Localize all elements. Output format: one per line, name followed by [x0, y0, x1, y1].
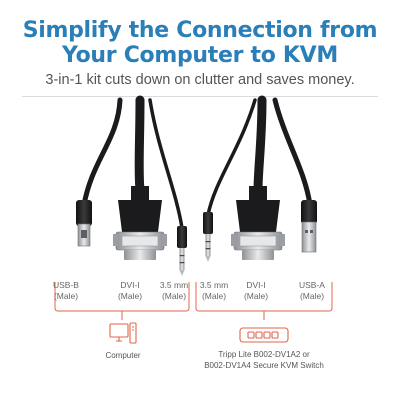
left-cable-bundle	[81, 95, 184, 230]
label-35mm-right: 3.5 mm (Male)	[199, 280, 229, 301]
usb-b-connector	[76, 200, 92, 247]
label-usb-b: USB-B (Male)	[53, 280, 79, 301]
computer-caption: Computer	[105, 351, 141, 360]
page-subtitle: 3-in-1 kit cuts down on clutter and save…	[45, 72, 355, 88]
usb-a-connector	[301, 200, 317, 253]
page-title: Simplify the Connection from Your Comput…	[0, 18, 400, 68]
header-divider	[22, 96, 378, 97]
right-cable-bundle	[206, 95, 313, 217]
title-line-2: Your Computer to KVM	[62, 43, 338, 68]
label-35mm-left: 3.5 mm (Male)	[159, 280, 189, 301]
right-bracket	[195, 282, 333, 320]
title-line-1: Simplify the Connection from	[22, 18, 378, 43]
kvm-caption: Tripp Lite B002-DV1A2 or B002-DV1A4 Secu…	[204, 350, 324, 370]
dvi-connector-left	[113, 186, 167, 260]
audio-jack-left	[177, 226, 187, 276]
dvi-connector-right	[231, 186, 285, 260]
label-dvi-left: DVI-I (Male)	[117, 280, 143, 301]
left-bracket	[54, 282, 190, 320]
computer-icon	[109, 322, 137, 344]
label-usb-a: USB-A (Male)	[299, 280, 325, 301]
audio-jack-right	[203, 212, 213, 262]
kvm-switch-icon	[239, 327, 289, 343]
label-dvi-right: DVI-I (Male)	[243, 280, 269, 301]
